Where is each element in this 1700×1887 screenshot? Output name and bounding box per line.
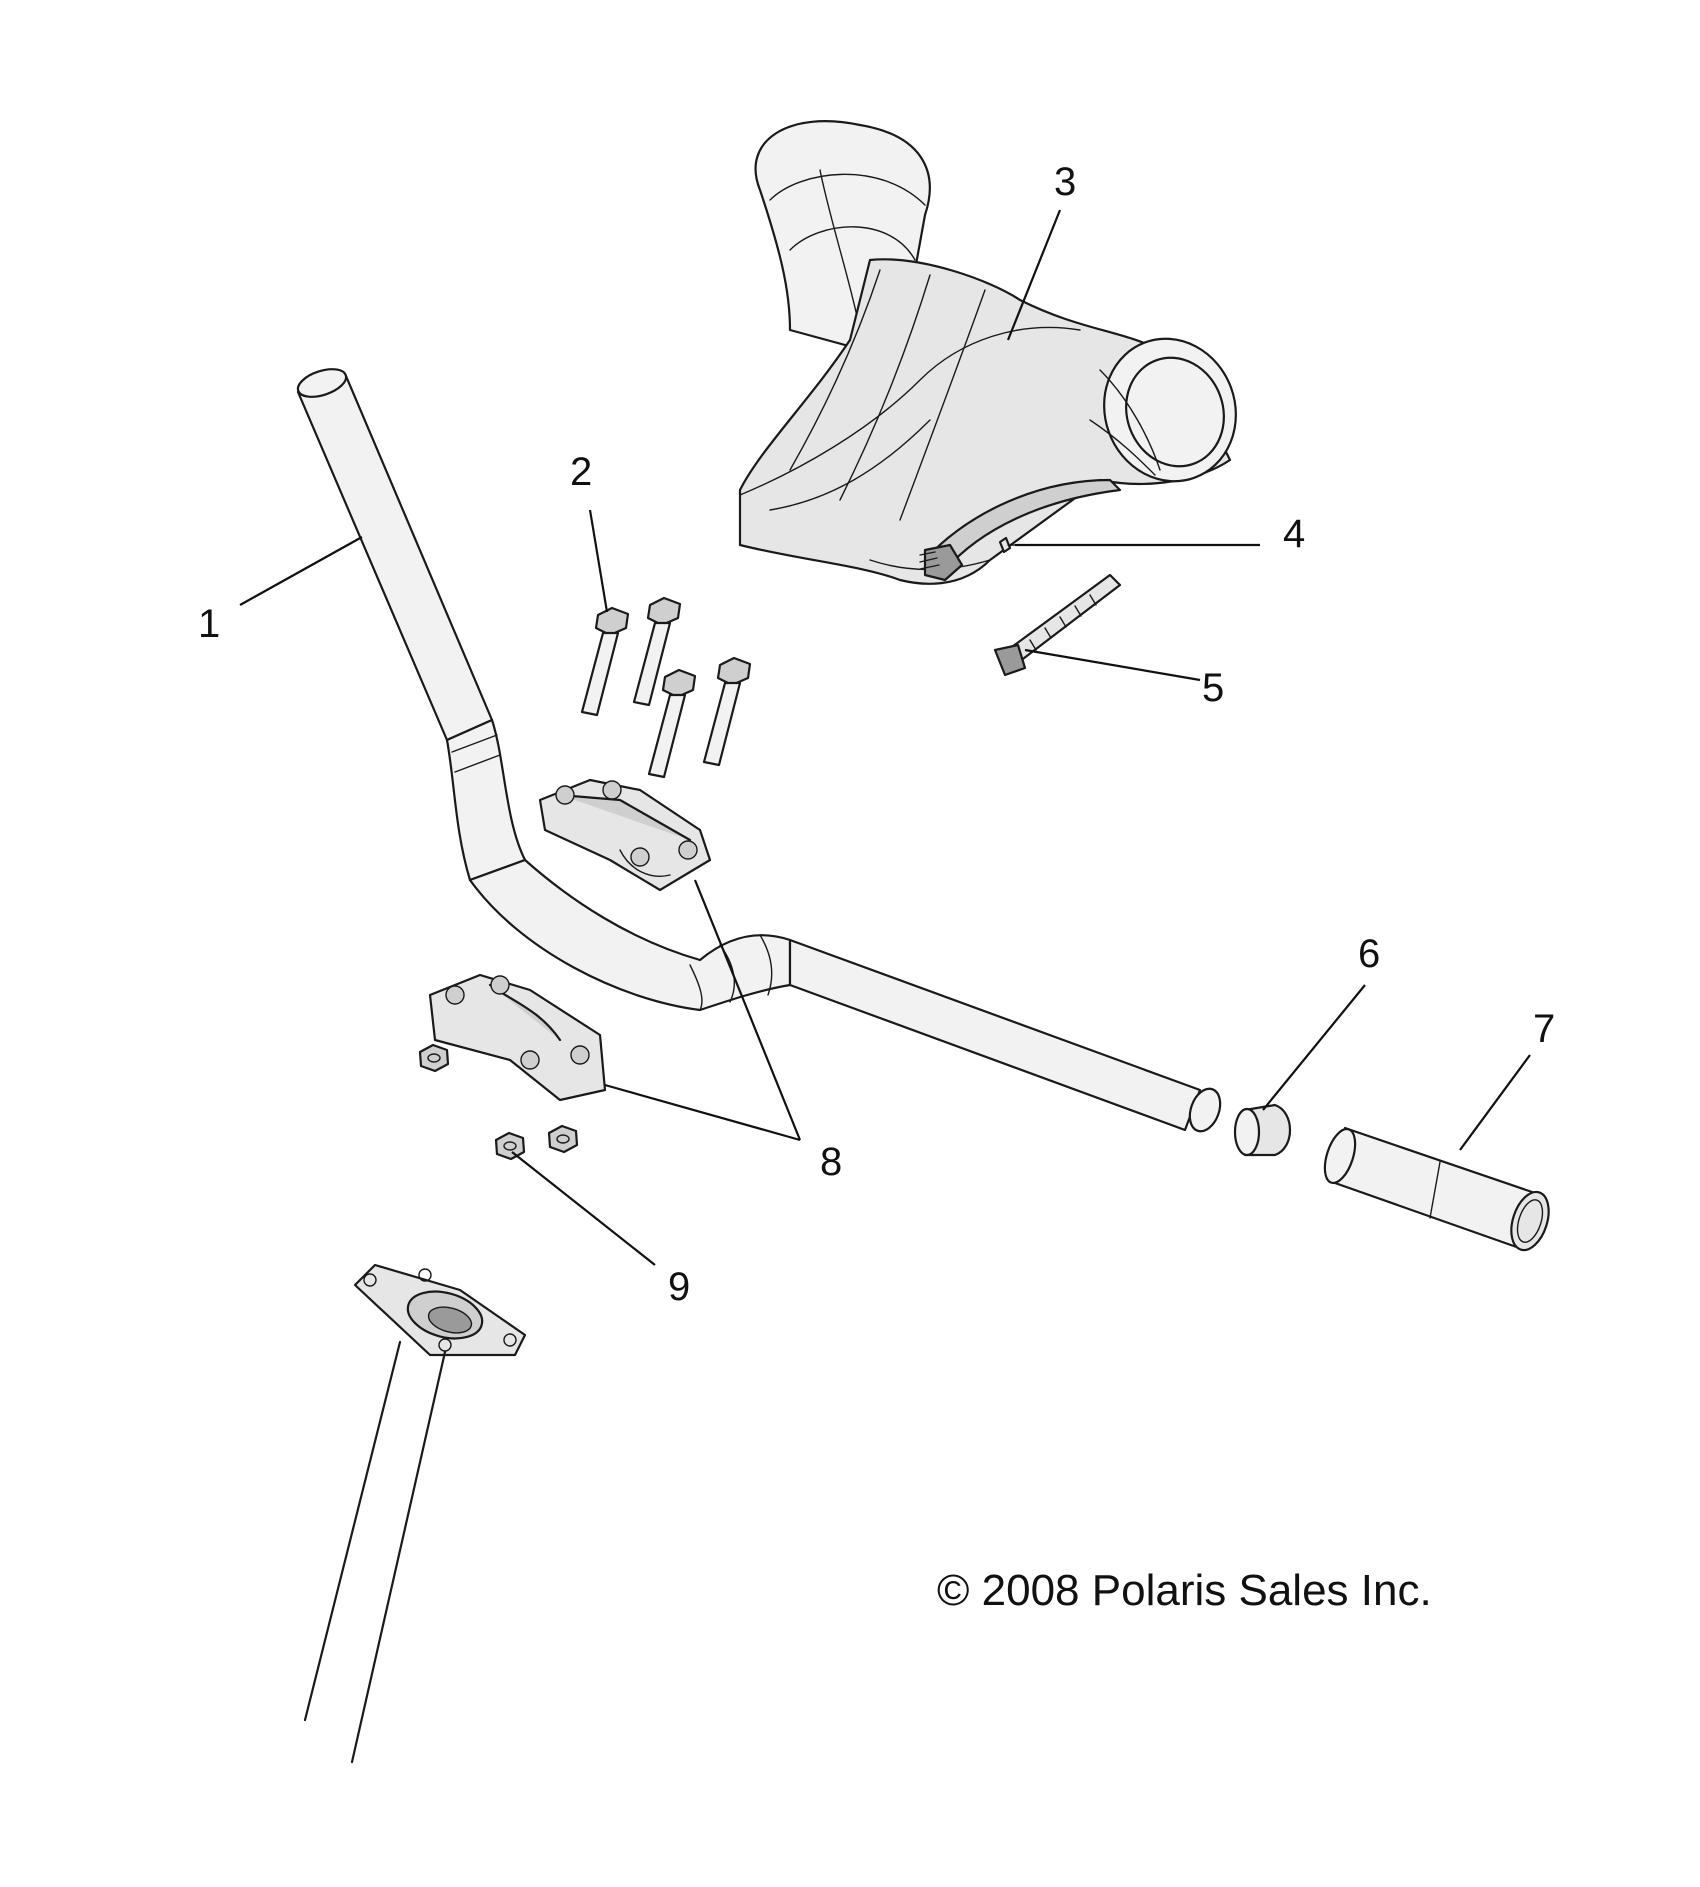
callout-6: 6 [1358,932,1380,976]
leader-3 [1006,209,1062,341]
callout-7: 7 [1533,1007,1555,1051]
callout-5: 5 [1202,666,1224,710]
leader-8b [693,879,802,1141]
leader-5 [1024,648,1201,682]
clamp-bolts [580,596,752,779]
callout-4: 4 [1283,512,1305,556]
nuts-part [418,1043,579,1161]
handlebar-clamp-upper [538,778,712,892]
leader-7 [1459,1054,1531,1151]
leader-lines [239,209,1531,1266]
copyright-notice: © 2008 Polaris Sales Inc. [937,1566,1432,1615]
end-cap-part [1233,1103,1291,1157]
callout-9: 9 [668,1265,690,1309]
handlebar-part [296,368,1222,1133]
leader-8a [604,1083,801,1142]
callout-3: 3 [1054,160,1076,204]
leader-1 [239,536,363,606]
leader-6 [1262,984,1366,1111]
retainer-strap-part [993,573,1122,677]
leader-2 [588,509,609,613]
steering-post [303,1263,527,1764]
grip-part [1323,1126,1550,1252]
leader-9 [511,1151,656,1266]
callout-8: 8 [820,1140,842,1184]
callout-2: 2 [570,450,592,494]
handlebar-cover-part [738,120,1237,585]
callout-1: 1 [198,602,220,646]
callout-numbers: 1 2 3 4 5 6 7 8 9 [198,160,1555,1309]
handlebar-clamp-lower [428,973,607,1102]
